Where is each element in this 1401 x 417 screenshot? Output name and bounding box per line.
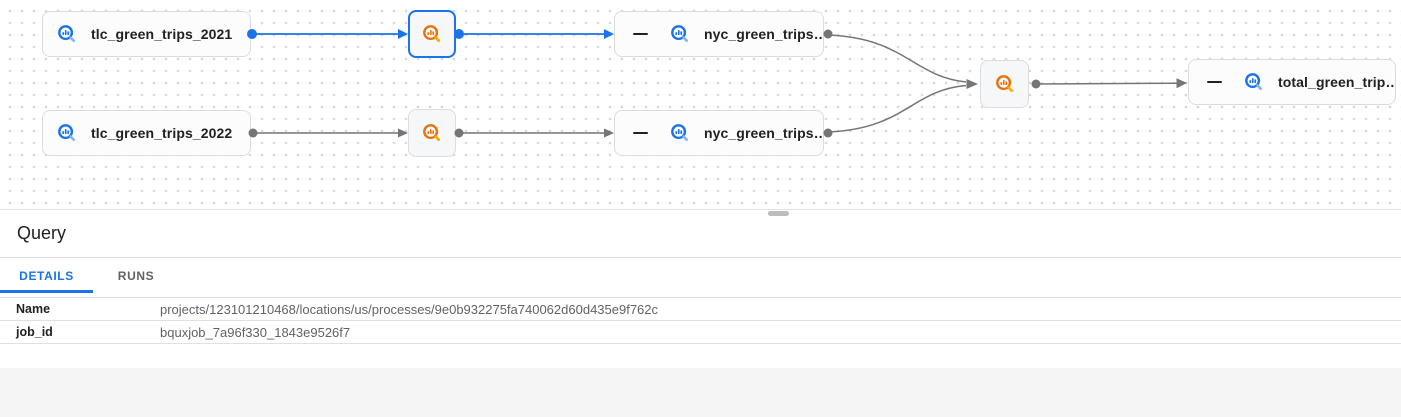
panel-header: Query (0, 210, 1401, 258)
panel-resize-handle[interactable] (768, 211, 789, 216)
process-node-query-1-selected[interactable] (408, 10, 456, 58)
node-label: tlc_green_trips_2021 (91, 26, 233, 42)
collapse-columns-icon[interactable] (1207, 75, 1222, 90)
row-value: bquxjob_7a96f330_1843e9526f7 (160, 324, 351, 340)
collapse-columns-icon[interactable] (633, 126, 648, 141)
node-nyc-green-trips-2021[interactable]: nyc_green_trips… (614, 11, 824, 57)
node-label: tlc_green_trips_2022 (91, 125, 233, 141)
bigquery-table-icon (1244, 72, 1264, 92)
query-process-icon (995, 74, 1015, 94)
row-label: Name (16, 302, 51, 316)
bigquery-table-icon (57, 24, 77, 44)
table-row-job-id: job_id bquxjob_7a96f330_1843e9526f7 (0, 321, 1401, 344)
bigquery-table-icon (57, 123, 77, 143)
query-process-icon (422, 24, 442, 44)
tab-runs[interactable]: RUNS (117, 268, 155, 283)
collapse-columns-icon[interactable] (633, 27, 648, 42)
panel-tabs: DETAILS RUNS (0, 258, 1401, 293)
query-process-icon (422, 123, 442, 143)
lineage-canvas[interactable]: tlc_green_trips_2021 tlc_green_trips_202… (0, 0, 1401, 210)
node-tlc-green-trips-2022[interactable]: tlc_green_trips_2022 (42, 110, 251, 156)
details-table: Name projects/123101210468/locations/us/… (0, 297, 1401, 344)
node-label: nyc_green_trips… (704, 125, 823, 141)
process-node-query-2[interactable] (408, 109, 456, 157)
node-label: total_green_trip… (1278, 74, 1395, 90)
process-node-query-3[interactable] (980, 60, 1029, 108)
node-label: nyc_green_trips… (704, 26, 823, 42)
row-value: projects/123101210468/locations/us/proce… (160, 301, 659, 317)
node-tlc-green-trips-2021[interactable]: tlc_green_trips_2021 (42, 11, 251, 57)
row-label: job_id (16, 325, 53, 339)
tab-details[interactable]: DETAILS (0, 258, 93, 293)
node-nyc-green-trips-2022[interactable]: nyc_green_trips… (614, 110, 824, 156)
bigquery-table-icon (670, 24, 690, 44)
table-row-name: Name projects/123101210468/locations/us/… (0, 298, 1401, 321)
sql-query-block: CREATE TABLE `myproject.data_lineage_dem… (0, 368, 1401, 417)
node-total-green-trips[interactable]: total_green_trip… (1188, 59, 1396, 105)
panel-title: Query (17, 223, 67, 243)
bigquery-table-icon (670, 123, 690, 143)
